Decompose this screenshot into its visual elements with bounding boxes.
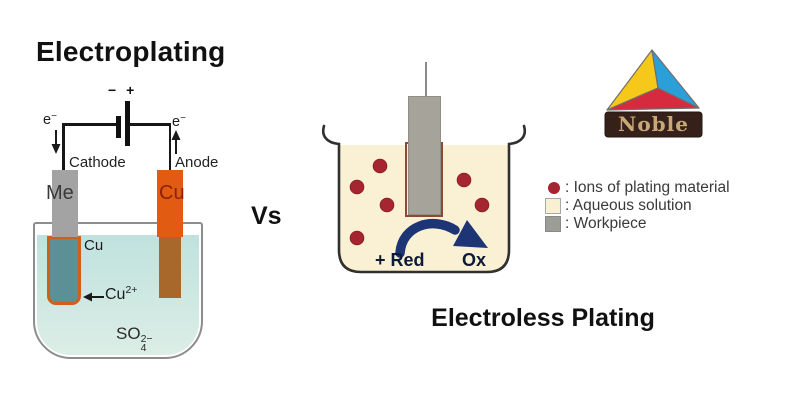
anode-electrode-label: Cu (159, 182, 185, 204)
oxidation-label: Ox (462, 250, 487, 270)
coated-cathode-tip (47, 236, 81, 305)
ion-dot (372, 158, 388, 174)
solution-swatch-icon (545, 198, 561, 214)
electron-label-left: e− (43, 111, 57, 128)
ion-dot (349, 179, 365, 195)
battery-icon (116, 116, 121, 138)
legend-item-workpiece: : Workpiece (545, 215, 795, 233)
electroplating-title: Electroplating (36, 36, 226, 67)
cathode-electrode (52, 170, 78, 237)
ion-dot (456, 172, 472, 188)
battery-icon (125, 101, 130, 146)
cathode-electrode-label: Me (46, 182, 74, 204)
legend: : Ions of plating material : Aqueous sol… (545, 179, 795, 233)
electron-up-arrow-icon (171, 130, 181, 154)
noble-logo: Noble (604, 49, 703, 138)
legend-label: : Aqueous solution (565, 197, 692, 214)
anode-label: Anode (175, 154, 219, 171)
coating-label: Cu (84, 237, 104, 254)
legend-item-solution: : Aqueous solution (545, 197, 795, 215)
circuit-wire (62, 123, 116, 126)
ion-swatch-icon (548, 182, 560, 194)
electroless-title: Electroless Plating (431, 304, 655, 332)
copper-ion-arrow-icon (83, 292, 104, 302)
circuit-wire (62, 123, 65, 171)
circuit-wire (130, 123, 171, 126)
ion-dot (379, 197, 395, 213)
ion-dot (474, 197, 490, 213)
cathode-label: Cathode (69, 154, 126, 171)
submerged-anode-tip (159, 237, 181, 298)
electron-down-arrow-icon (51, 130, 61, 154)
anode-electrode (157, 170, 183, 237)
ion-dots (349, 158, 490, 246)
workpiece-rod (408, 96, 441, 215)
legend-label: : Ions of plating material (565, 179, 730, 196)
battery-polarity-label: − + (108, 82, 138, 98)
reduction-label: + Red (375, 250, 425, 270)
workpiece-swatch-icon (545, 216, 561, 232)
beaker-outline (321, 124, 527, 274)
vs-label: Vs (251, 202, 282, 230)
electron-label-right: e− (172, 113, 186, 130)
legend-item-ions: : Ions of plating material (545, 179, 795, 197)
logo-triangle-icon (606, 49, 700, 111)
copper-ion-label: Cu2+ (105, 284, 138, 303)
ion-dot (349, 230, 365, 246)
logo-banner (604, 111, 703, 138)
redox-arrow-icon (395, 218, 488, 258)
circuit-wire (168, 123, 171, 171)
logo-wordmark: Noble (618, 112, 689, 136)
hanging-wire (425, 62, 427, 98)
legend-label: : Workpiece (565, 215, 647, 232)
